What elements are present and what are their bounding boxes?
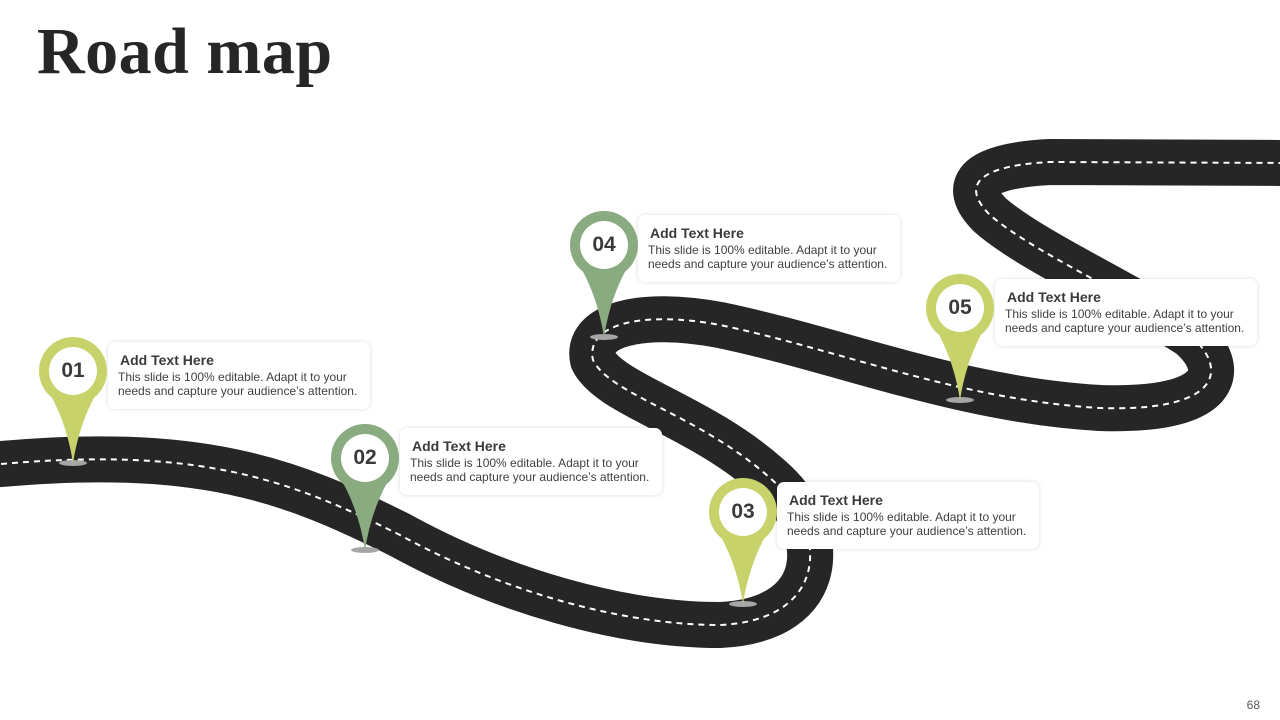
milestone-text-line2: needs and capture your audience’s attent…: [118, 384, 358, 398]
milestone-heading: Add Text Here: [1007, 289, 1101, 305]
milestone-text-line2: needs and capture your audience’s attent…: [1005, 321, 1245, 335]
milestone-text-line2: needs and capture your audience’s attent…: [410, 470, 650, 484]
milestone-number: 01: [61, 359, 85, 382]
milestone-number: 05: [948, 296, 972, 319]
milestone-heading: Add Text Here: [120, 352, 214, 368]
milestone-pin-4: 04: [569, 210, 639, 350]
milestone-number: 04: [592, 233, 616, 256]
milestone-text-line1: This slide is 100% editable. Adapt it to…: [410, 456, 639, 470]
milestone-pin-5: 05: [925, 273, 995, 413]
milestone-text-line2: needs and capture your audience’s attent…: [787, 524, 1027, 538]
milestone-number: 03: [731, 500, 755, 523]
milestone-heading: Add Text Here: [412, 438, 506, 454]
milestone-pin-2: 02: [330, 423, 400, 563]
milestone-text-line2: needs and capture your audience’s attent…: [648, 257, 888, 271]
milestone-card-1: Add Text Here This slide is 100% editabl…: [108, 342, 370, 409]
milestone-heading: Add Text Here: [650, 225, 744, 241]
milestone-text-line1: This slide is 100% editable. Adapt it to…: [1005, 307, 1234, 321]
milestone-text-line1: This slide is 100% editable. Adapt it to…: [648, 243, 877, 257]
page-title: Road map: [37, 15, 333, 88]
milestone-text-line1: This slide is 100% editable. Adapt it to…: [118, 370, 347, 384]
milestone-card-3: Add Text Here This slide is 100% editabl…: [777, 482, 1039, 549]
milestone-card-5: Add Text Here This slide is 100% editabl…: [995, 279, 1257, 346]
milestone-card-2: Add Text Here This slide is 100% editabl…: [400, 428, 662, 495]
milestone-card-4: Add Text Here This slide is 100% editabl…: [638, 215, 900, 282]
milestone-pin-3: 03: [708, 477, 778, 617]
milestone-heading: Add Text Here: [789, 492, 883, 508]
page-number: 68: [1246, 698, 1260, 712]
milestone-number: 02: [353, 446, 377, 469]
milestone-text-line1: This slide is 100% editable. Adapt it to…: [787, 510, 1016, 524]
milestone-pin-1: 01: [38, 336, 108, 476]
